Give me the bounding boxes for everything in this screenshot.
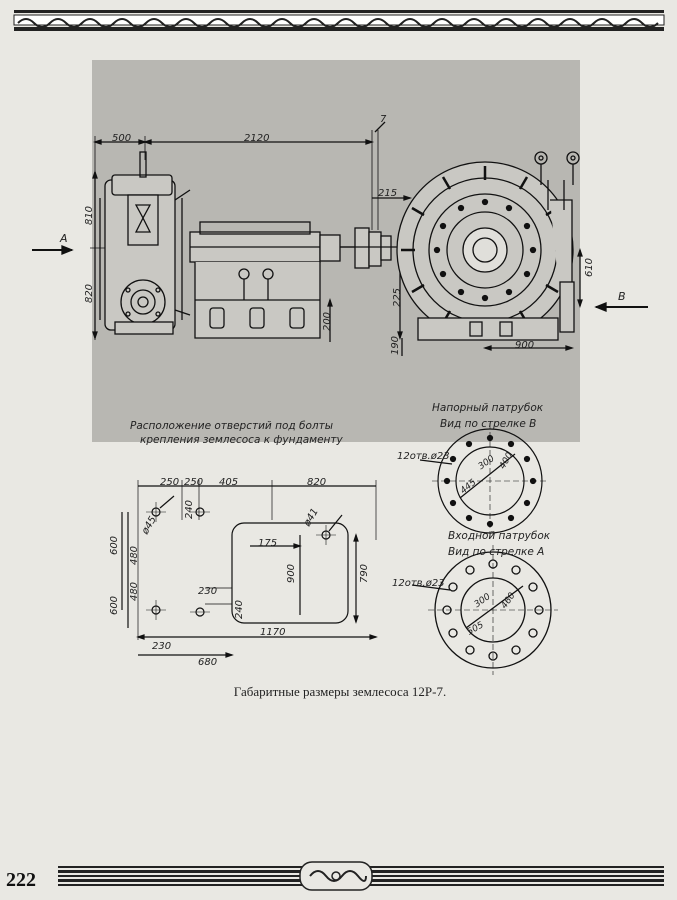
dim-610: 610 [584,257,596,278]
foundation-title-line2: крепления землесоса к фундаменту [140,434,343,446]
inlet-title-line2: Вид по стрелке А [448,546,545,558]
dim-600b: 600 [109,595,121,616]
discharge-flange-drawing [419,423,548,539]
foundation-bolt-plan [121,480,378,658]
dim-810: 810 [84,205,96,226]
arrow-a-label: А [60,232,68,245]
dim-500: 500 [112,133,132,144]
dim-240a: 240 [184,499,196,520]
dim-405: 405 [219,477,239,488]
discharge-holes-label: 12отв.ø23 [397,451,450,462]
inlet-holes-label: 12отв.ø23 [392,578,445,589]
dim-480b: 480 [129,581,141,602]
page-number: 222 [6,869,36,891]
bottom-ornament-border [58,861,664,891]
dim-230b: 230 [152,641,172,652]
dim-240b: 240 [234,599,246,620]
dim-250b: 250 [184,477,204,488]
dim-190: 190 [390,335,402,356]
discharge-title-line1: Напорный патрубок [432,402,544,414]
dim-230a: 230 [198,586,218,597]
dim-215: 215 [378,188,398,199]
discharge-title-line2: Вид по стрелке В [440,418,537,430]
dim-480a: 480 [129,545,141,566]
arrow-b-label: В [618,290,626,303]
dim-900-plan: 900 [286,563,298,584]
dim-225: 225 [392,287,404,308]
figure-caption: Габаритные размеры землесоса 12Р-7. [233,684,447,699]
dim-820: 820 [84,283,96,304]
inlet-flange-drawing [411,545,558,675]
foundation-title-line1: Расположение отверстий под болты [130,420,334,432]
dim-7: 7 [380,114,387,125]
dim-820-plan: 820 [307,477,327,488]
dim-900-main: 900 [515,340,535,351]
pump-elevation-view [32,121,648,356]
dim-1170: 1170 [260,627,286,638]
dim-200: 200 [322,311,334,332]
top-ornament-border [13,10,665,31]
dim-2120: 2120 [244,133,270,144]
dim-600a: 600 [109,535,121,556]
dim-175: 175 [258,538,278,549]
dim-250a: 250 [160,477,180,488]
inlet-title-line1: Входной патрубок [448,530,551,542]
dim-680: 680 [198,657,218,668]
dim-790: 790 [359,563,371,584]
